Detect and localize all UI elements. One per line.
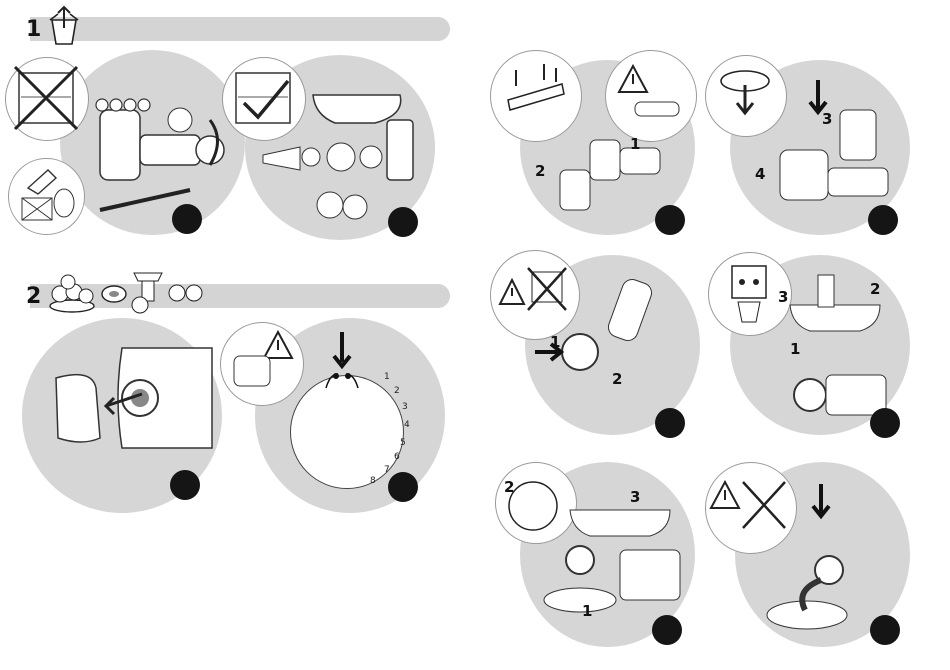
panel-1b-marker <box>388 207 418 237</box>
p3a-label-1: 1 <box>630 135 640 153</box>
section-1-bar <box>30 17 450 41</box>
p3e-label-3: 3 <box>630 488 640 506</box>
dial-number-6: 6 <box>394 452 400 462</box>
panel-3c-marker <box>655 408 685 438</box>
panel-3d-marker <box>870 408 900 438</box>
dishwasher-ok-icon <box>222 57 304 139</box>
p3a-label-2: 2 <box>535 162 545 180</box>
mincer-parts-illustration <box>60 50 245 235</box>
panel-2a-marker <box>170 470 200 500</box>
panel-3a-marker <box>655 205 685 235</box>
p3d-label-2: 2 <box>870 280 880 298</box>
hand-wash-icon <box>8 158 83 233</box>
p3d-label-3: 3 <box>778 288 788 306</box>
p3c-label-2: 2 <box>612 370 622 388</box>
mincer-icon <box>128 265 168 317</box>
section-2-number: 2 <box>26 284 41 309</box>
dial-number-1: 1 <box>384 372 390 382</box>
panel-3b-marker <box>868 205 898 235</box>
dial-number-3: 3 <box>402 402 408 412</box>
p3b-label-4: 4 <box>755 165 765 183</box>
panel-1a-marker <box>172 204 202 234</box>
panel-3f-marker <box>870 615 900 645</box>
meat-icon <box>100 283 128 305</box>
panel-3e-marker <box>652 615 682 645</box>
unpack-icon <box>48 4 80 46</box>
p3e-label-2: 2 <box>504 478 514 496</box>
dial-number-4: 4 <box>404 420 410 430</box>
dial-number-2: 2 <box>394 386 400 396</box>
meatballs-icon <box>48 270 96 316</box>
section-1-number: 1 <box>26 17 41 42</box>
p3c-label-1: 1 <box>550 333 560 351</box>
panel-2b-marker <box>388 472 418 502</box>
dial-number-8: 8 <box>370 476 376 486</box>
dial-number-5: 5 <box>400 438 406 448</box>
dial-number-7: 7 <box>384 465 390 475</box>
mincer-plates-icon <box>168 283 204 303</box>
p3e-label-1: 1 <box>582 602 592 620</box>
p3d-label-1: 1 <box>790 340 800 358</box>
p3b-label-3: 3 <box>822 110 832 128</box>
dishwasher-icon <box>5 57 87 139</box>
